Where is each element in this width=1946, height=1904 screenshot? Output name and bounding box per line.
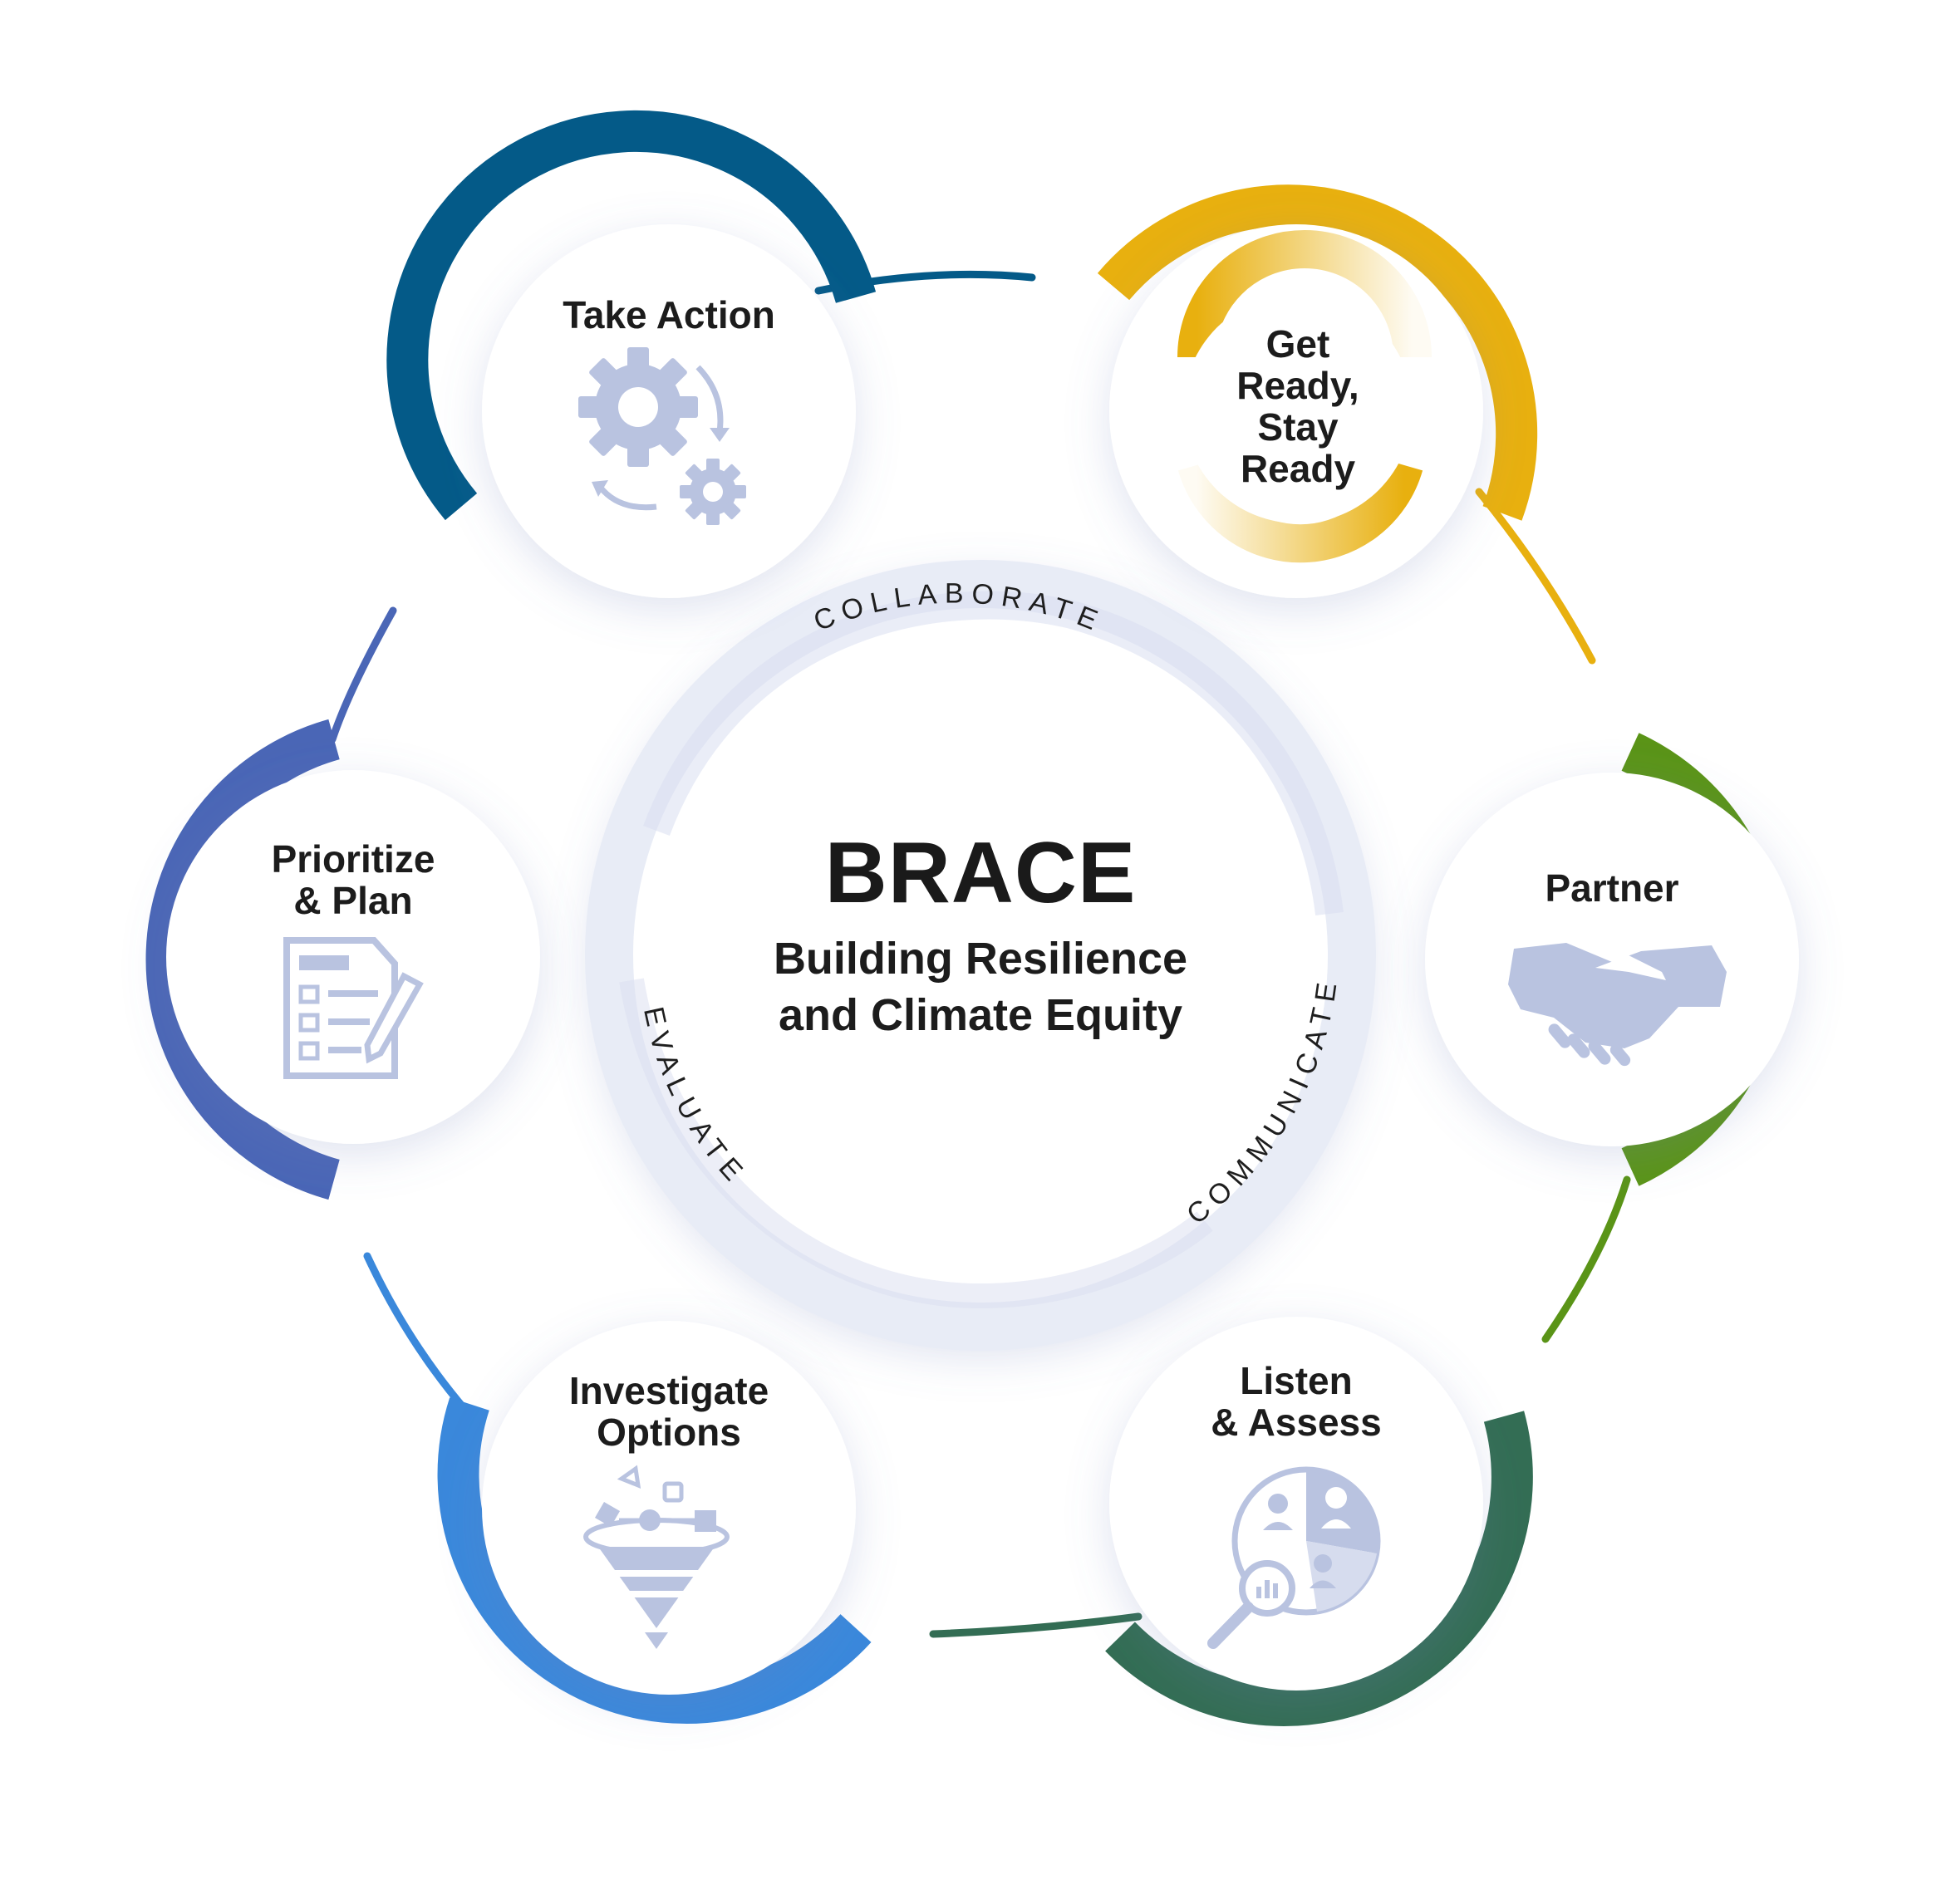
node-partner: Partner [1425, 733, 1799, 1186]
node-get-ready-title-line4: Ready [1241, 447, 1355, 490]
node-get-ready-title-line2: Ready, [1236, 364, 1359, 407]
node-prioritize: Prioritize & Plan [145, 719, 540, 1200]
node-prioritize-title-line2: & Plan [293, 879, 412, 922]
handshake-icon [1508, 943, 1727, 1067]
gears-cycle-icon [578, 347, 746, 525]
node-get-ready: Get Ready, Stay Ready [1097, 184, 1538, 598]
node-investigate-title-line1: Investigate [569, 1369, 769, 1412]
node-partner-title: Partner [1545, 866, 1678, 910]
node-prioritize-title-line1: Prioritize [272, 837, 435, 881]
center-subtitle-line1: Building Resilience [774, 934, 1187, 984]
connector-partner [1541, 1175, 1631, 1343]
node-take-action: Take Action [386, 110, 877, 598]
node-investigate-title-line2: Options [597, 1411, 741, 1454]
center-title: BRACE [825, 825, 1137, 921]
connector-listen [929, 1612, 1143, 1638]
connector-investigate [363, 1252, 469, 1414]
node-listen-assess: Listen & Assess [1105, 1317, 1533, 1726]
node-get-ready-title-line1: Get [1266, 322, 1330, 366]
people-analysis-icon [1207, 1466, 1381, 1649]
funnel-icon [583, 1465, 730, 1649]
connector-prioritize [328, 606, 397, 743]
node-listen-assess-title-line2: & Assess [1211, 1401, 1381, 1444]
connector-arcs [328, 270, 1631, 1638]
swirl-ring-icon [1177, 230, 1432, 563]
checklist-icon [283, 937, 424, 1079]
center-ring [585, 560, 1376, 1351]
connector-get-ready [1475, 488, 1596, 665]
node-listen-assess-title-line1: Listen [1240, 1359, 1352, 1402]
node-investigate: Investigate Options [437, 1321, 872, 1724]
center-subtitle-line2: and Climate Equity [779, 990, 1182, 1040]
node-take-action-title: Take Action [563, 293, 775, 336]
node-get-ready-title-line3: Stay [1257, 405, 1339, 449]
